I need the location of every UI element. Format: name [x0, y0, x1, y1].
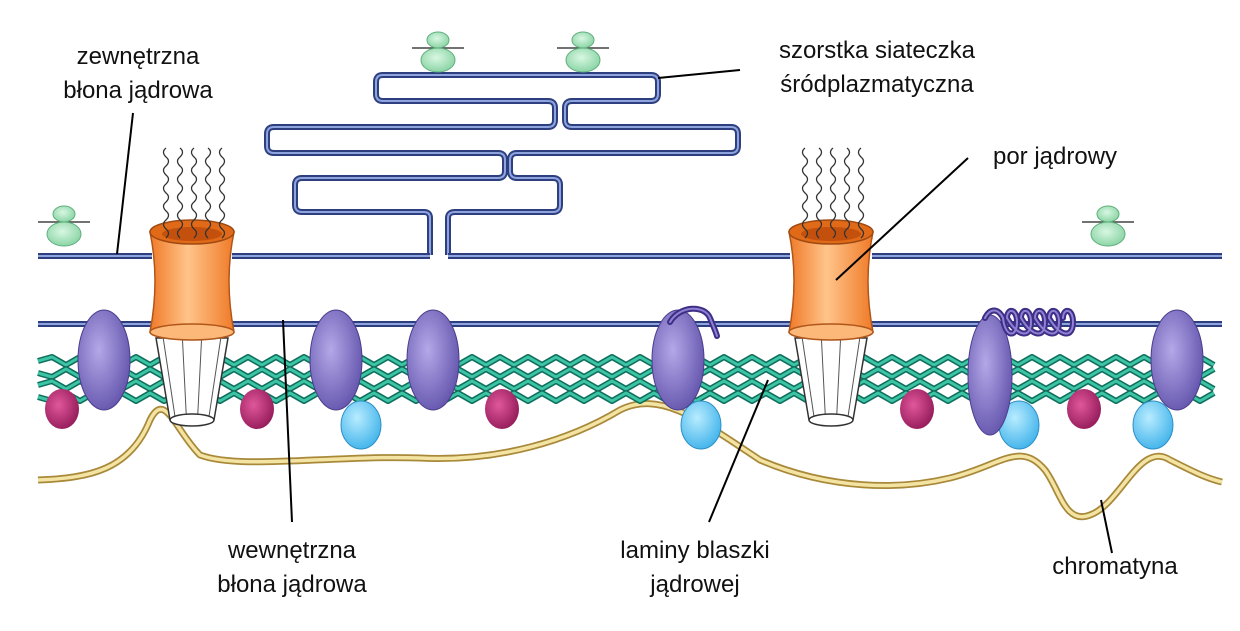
- leader-lines: [116, 69, 1113, 554]
- leader-rough-er: [657, 69, 741, 79]
- nuclear-pore: [788, 147, 874, 427]
- leader-nuclear-pore: [835, 157, 969, 281]
- label-rough-er-line2: śródplazmatyczna: [780, 71, 974, 98]
- label-rough-er-line1: szorstka siateczka: [778, 37, 976, 64]
- blue-protein: [680, 400, 722, 450]
- integral-protein: [651, 309, 705, 411]
- magenta-protein: [45, 389, 79, 429]
- label-nuclear-lamina-line2: jądrowej: [650, 571, 740, 598]
- rough-er: [264, 72, 741, 255]
- ribosome: [557, 31, 609, 73]
- blue-proteins: [340, 400, 1174, 450]
- label-nuclear-lamina-line1: laminy blaszki: [620, 537, 770, 564]
- leader-lamina: [708, 379, 769, 523]
- nuclear-pore: [149, 147, 235, 427]
- integral-protein: [309, 309, 363, 411]
- ribosomes: [38, 31, 1134, 247]
- label-nuclear-pore: por jądrowy: [992, 143, 1118, 170]
- blue-protein: [1132, 400, 1174, 450]
- leader-inner-membrane: [282, 319, 293, 523]
- integral-proteins: [77, 305, 1204, 436]
- label-rough-er: szorstka siateczka śródplazmatyczna: [752, 34, 1002, 102]
- chromatin: [37, 400, 1223, 521]
- magenta-protein: [240, 389, 274, 429]
- magenta-protein: [900, 389, 934, 429]
- label-inner-membrane-line2: błona jądrowa: [217, 571, 367, 598]
- integral-protein: [77, 309, 131, 411]
- label-inner-membrane: wewnętrzna błona jądrowa: [182, 534, 402, 602]
- label-outer-membrane: zewnętrzna błona jądrowa: [38, 40, 238, 108]
- ribosome: [1082, 205, 1134, 247]
- integral-protein: [406, 309, 460, 411]
- nuclear-pores: [149, 147, 874, 427]
- magenta-proteins: [45, 389, 1101, 429]
- blue-protein: [340, 400, 382, 450]
- label-outer-membrane-line2: błona jądrowa: [63, 77, 213, 104]
- ribosome: [412, 31, 464, 73]
- nuclear-lamina: [37, 354, 1216, 404]
- label-inner-membrane-line1: wewnętrzna: [227, 537, 357, 564]
- ribosome: [38, 205, 90, 247]
- magenta-protein: [1067, 389, 1101, 429]
- label-chromatin: chromatyna: [1052, 553, 1178, 580]
- label-outer-membrane-line1: zewnętrzna: [76, 43, 200, 70]
- leader-outer-membrane: [116, 112, 134, 255]
- label-nuclear-lamina: laminy blaszki jądrowej: [580, 534, 810, 602]
- magenta-protein: [485, 389, 519, 429]
- integral-protein: [1150, 309, 1204, 411]
- leader-chromatin: [1100, 499, 1113, 554]
